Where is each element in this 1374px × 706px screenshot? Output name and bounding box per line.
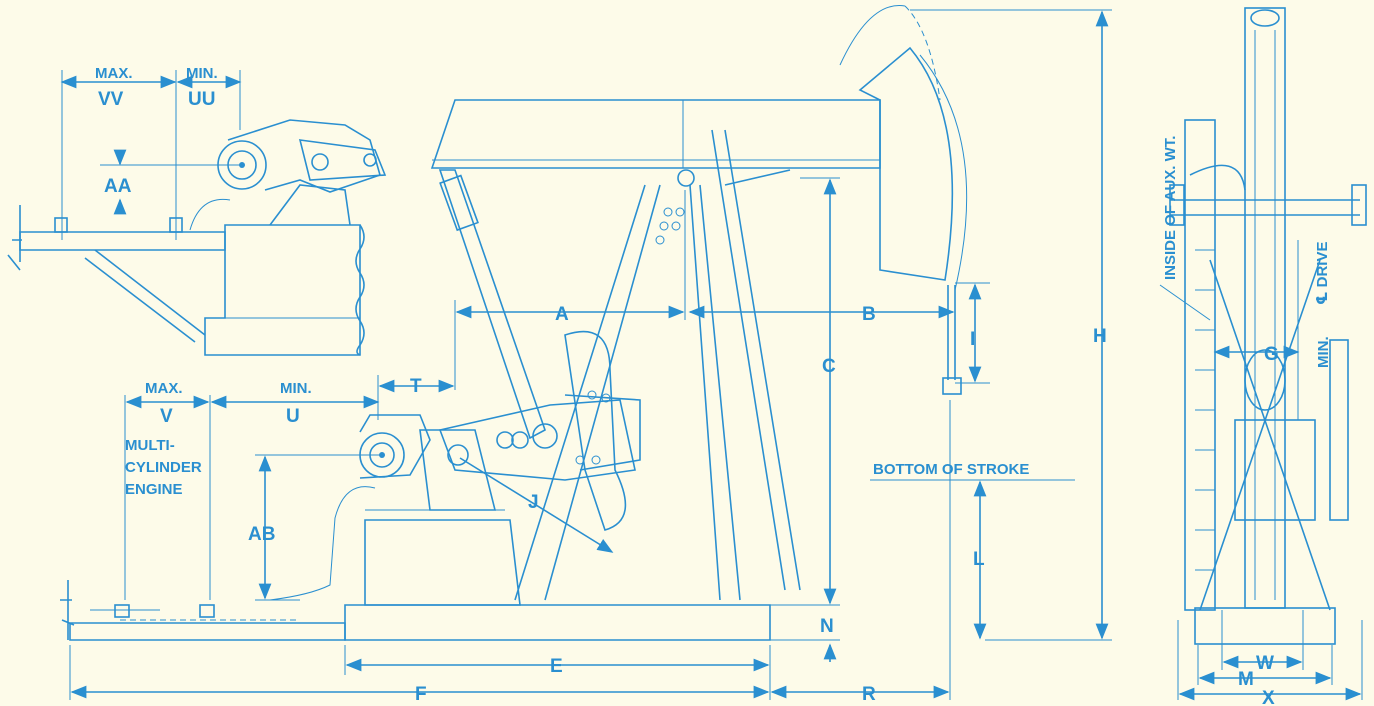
label-aa: AA — [104, 176, 132, 197]
label-g: G — [1264, 344, 1279, 365]
label-multi-1: MULTI- — [125, 437, 175, 454]
label-cl-drive: ℄ DRIVE — [1314, 242, 1331, 305]
label-v: V — [160, 406, 173, 427]
dimension-labels: MAX. VV MIN. UU AA A B C I H T MAX. V MI… — [95, 65, 1332, 706]
label-u: U — [286, 406, 300, 427]
label-j: J — [528, 492, 539, 513]
inset-engine-detail — [7, 70, 387, 356]
label-vv: VV — [98, 89, 124, 110]
label-n: N — [820, 616, 834, 637]
label-i: I — [970, 329, 975, 350]
label-h: H — [1093, 326, 1107, 347]
label-e: E — [550, 656, 563, 677]
pumping-unit-front-view — [1159, 7, 1367, 701]
label-f: F — [415, 684, 427, 705]
label-inside-aux: INSIDE OF AUX. WT. — [1162, 136, 1179, 280]
label-uu: UU — [188, 89, 215, 110]
pumping-unit-side-view — [60, 4, 968, 641]
label-r: R — [862, 684, 876, 705]
label-max-low: MAX. — [145, 380, 183, 397]
label-max-top: MAX. — [95, 65, 133, 82]
label-l: L — [973, 549, 985, 570]
dimension-lines — [69, 9, 1112, 700]
label-a: A — [555, 304, 569, 325]
label-x: X — [1262, 688, 1275, 706]
label-multi-2: CYLINDER — [125, 459, 202, 476]
label-min-top: MIN. — [186, 65, 218, 82]
label-bottom-of-stroke: BOTTOM OF STROKE — [873, 461, 1029, 478]
label-multi-3: ENGINE — [125, 481, 183, 498]
label-b: B — [862, 304, 876, 325]
label-min-side: MIN. — [1315, 336, 1332, 368]
label-m: M — [1238, 669, 1254, 690]
label-t: T — [410, 376, 422, 397]
label-w: W — [1256, 653, 1274, 674]
label-c: C — [822, 356, 836, 377]
label-ab: AB — [248, 524, 275, 545]
label-min-low: MIN. — [280, 380, 312, 397]
